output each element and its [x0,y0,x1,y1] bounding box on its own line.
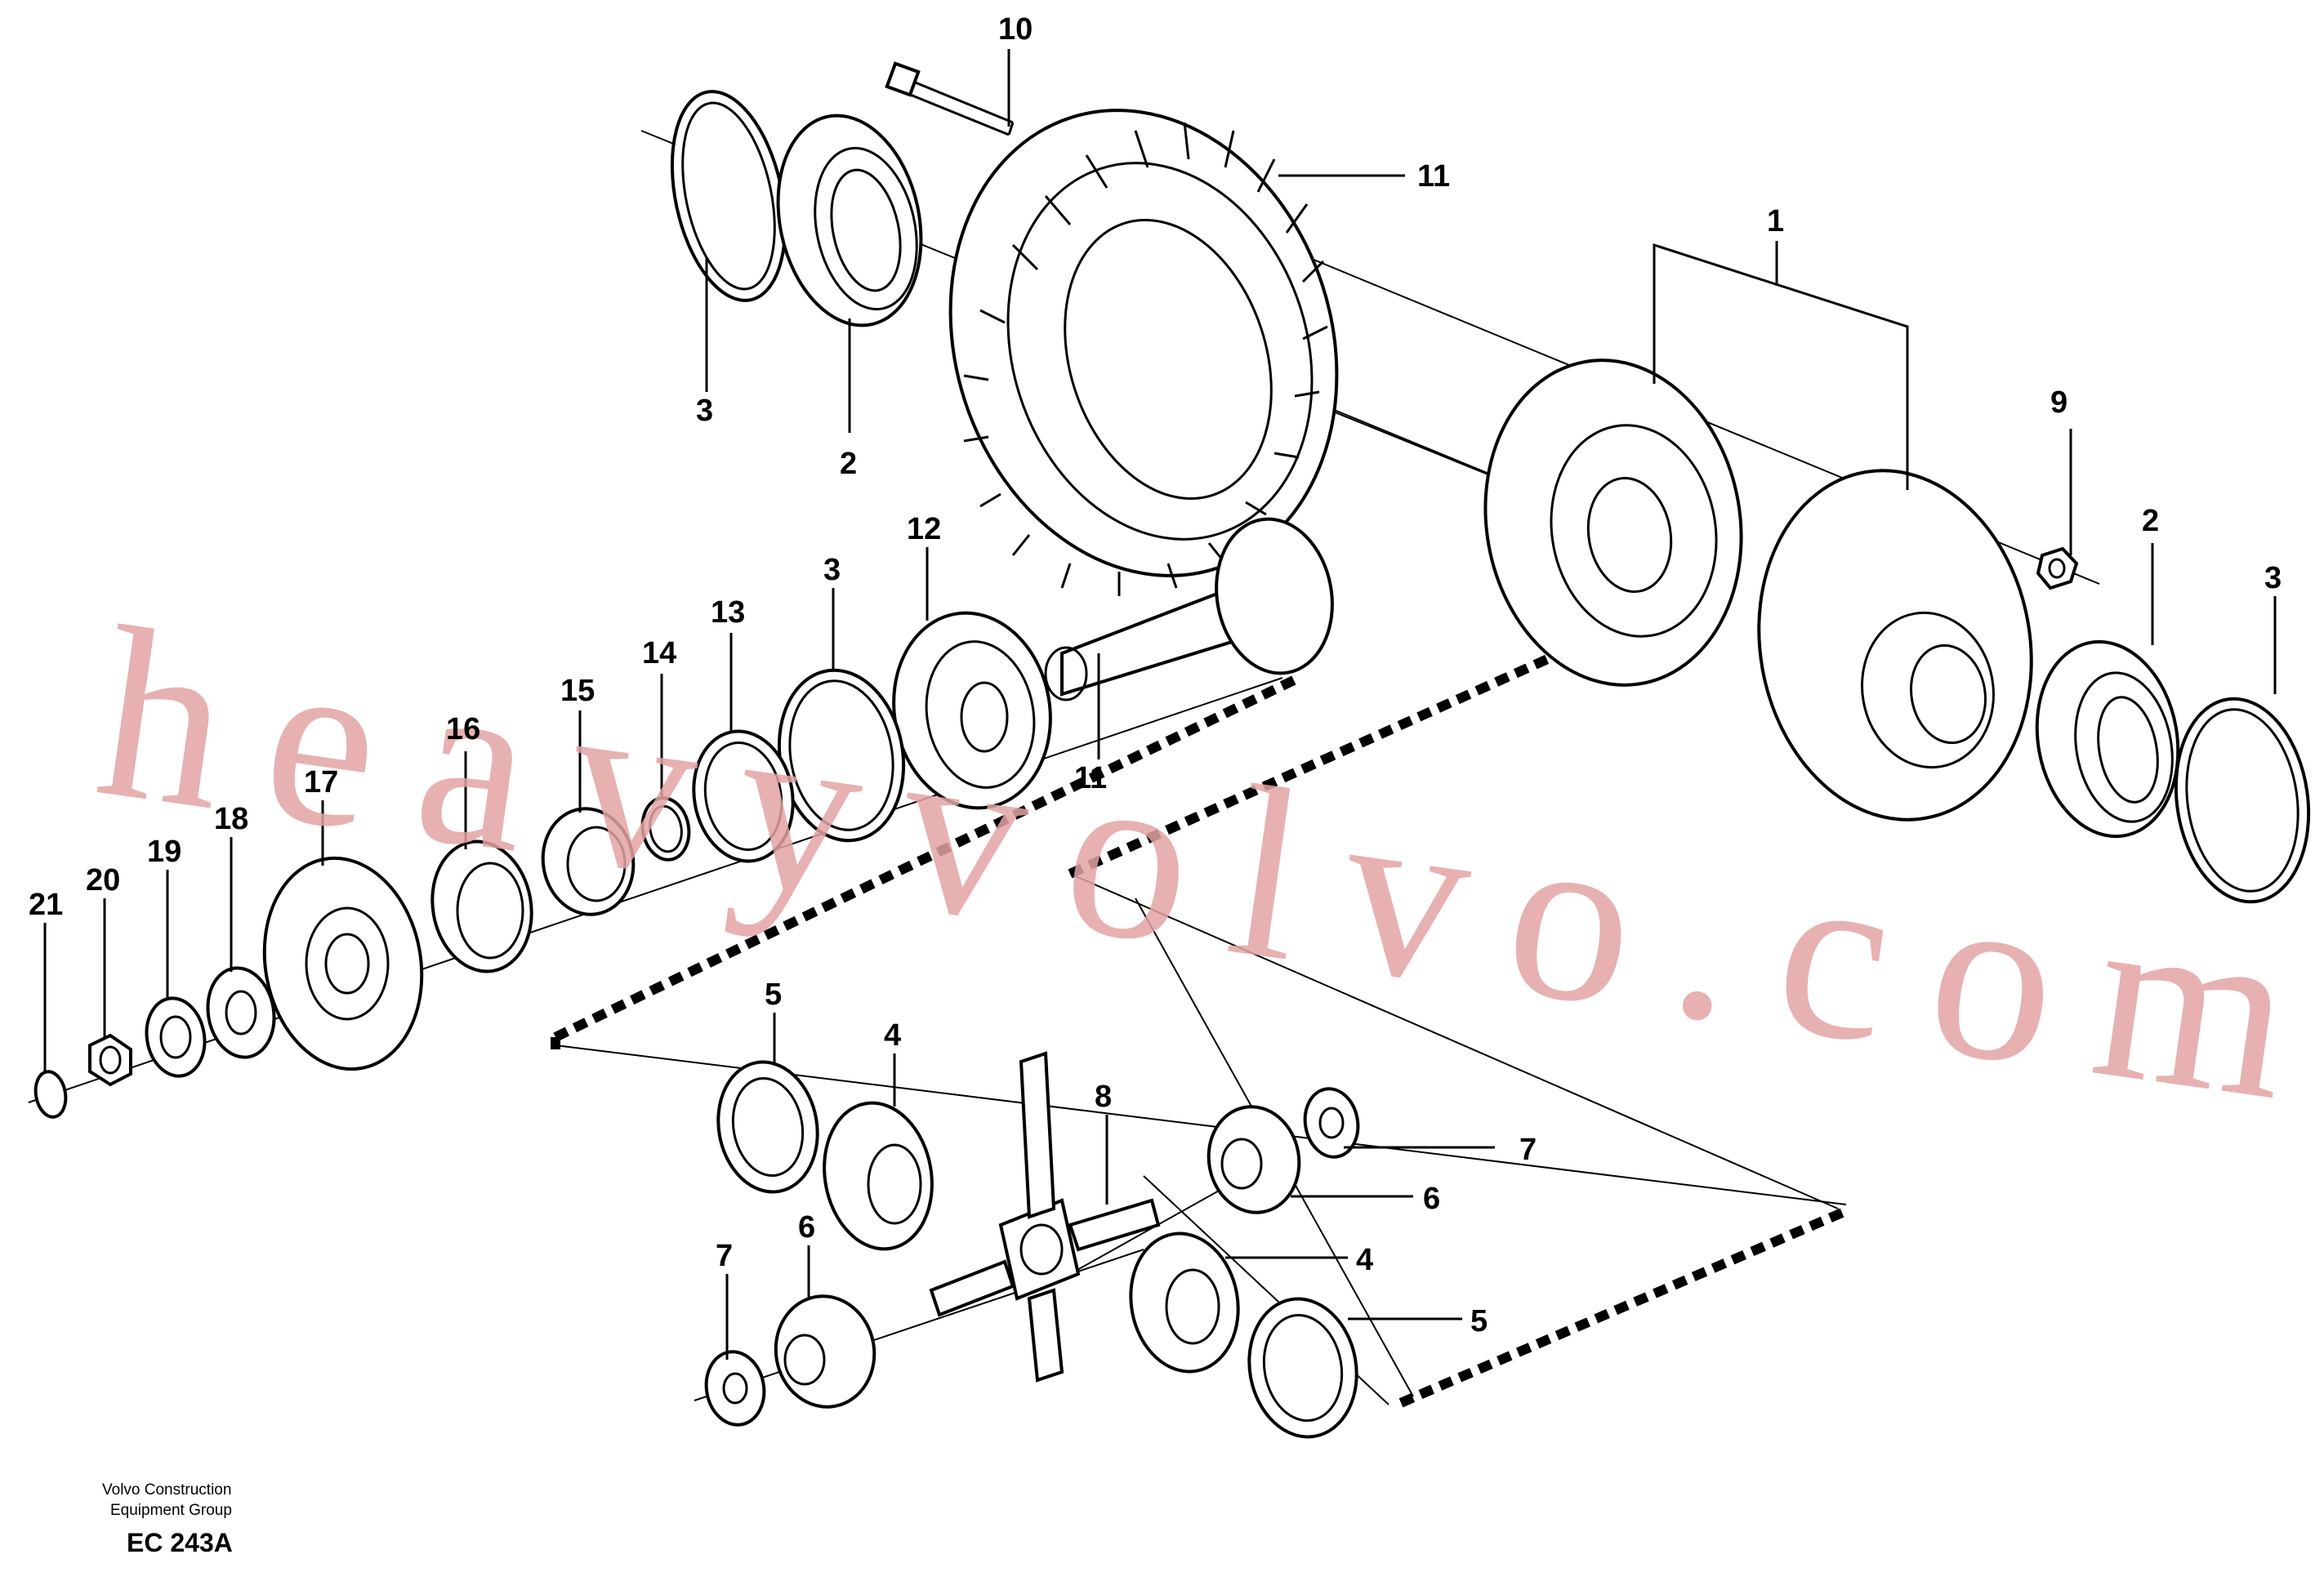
pinion [1044,517,1334,701]
differential-housing-right [1757,469,2033,822]
washer [206,966,276,1059]
spider-cross [929,1051,1161,1383]
spacer-ring [640,796,691,862]
parts [33,61,2311,1439]
diff-pinion-top [1207,1105,1301,1214]
leader-lines [43,49,2277,1360]
lock-washer [145,996,207,1078]
pinion-washer-bottom [704,1350,766,1427]
diff-pinion-bottom [774,1294,877,1409]
callout-11-pinion: 11 [1074,761,1107,795]
callout-2-top: 2 [840,447,857,481]
callout-3-right: 3 [2264,561,2282,595]
callout-5-left: 5 [765,978,782,1012]
side-gear-right [1129,1231,1240,1374]
snap-ring-top [670,90,787,302]
callout-13: 13 [711,595,745,630]
nut [2036,546,2079,590]
side-gear-left [823,1101,934,1251]
thrust-washer-left [716,1060,819,1194]
callout-21: 21 [29,888,63,922]
callout-18: 18 [214,802,248,836]
footer: Volvo Construction Equipment Group EC 24… [102,1481,233,1557]
callout-6-left: 6 [798,1210,815,1245]
callout-7-left: 7 [716,1239,733,1273]
callout-12: 12 [907,512,941,546]
bearing-right [2035,639,2180,839]
footer-diagram-code: EC 243A [127,1528,233,1557]
footer-company-line2: Equipment Group [110,1502,232,1519]
snap-ring-right [2174,697,2311,904]
callout-4-left: 4 [884,1018,901,1053]
pinion-washer-top [1303,1087,1360,1159]
callout-20: 20 [86,863,120,897]
callout-7-right: 7 [1519,1133,1537,1167]
thrust-washer-right [1247,1297,1358,1439]
callout-8: 8 [1095,1080,1112,1114]
callout-3-mid: 3 [823,553,841,587]
callout-5-right: 5 [1470,1304,1488,1338]
bolt [885,61,1015,136]
crown-wheel [948,109,1339,596]
callout-3-top: 3 [696,394,713,428]
callout-14: 14 [642,636,676,670]
shim [692,729,795,863]
callout-16: 16 [446,712,480,746]
callout-11-top: 11 [1417,159,1450,194]
bearing-top [776,114,923,327]
flange-nut [88,1033,132,1087]
flange [262,856,424,1071]
callout-17: 17 [304,765,338,799]
callout-4-right: 4 [1356,1243,1373,1277]
footer-company-line1: Volvo Construction [102,1481,231,1499]
callout-2-right: 2 [2142,504,2159,538]
circlip [33,1070,68,1119]
differential-housing-left [1483,359,1743,687]
callout-6-right: 6 [1423,1182,1440,1216]
callout-1: 1 [1767,204,1784,238]
callout-9: 10 [998,12,1033,47]
callout-labels: 10 11 1 3 2 9 2 3 12 3 13 14 15 16 17 11… [29,12,2282,1338]
callout-15: 15 [560,674,595,708]
callout-19: 19 [147,835,181,869]
callout-10: 9 [2050,385,2068,420]
seal [430,840,533,973]
